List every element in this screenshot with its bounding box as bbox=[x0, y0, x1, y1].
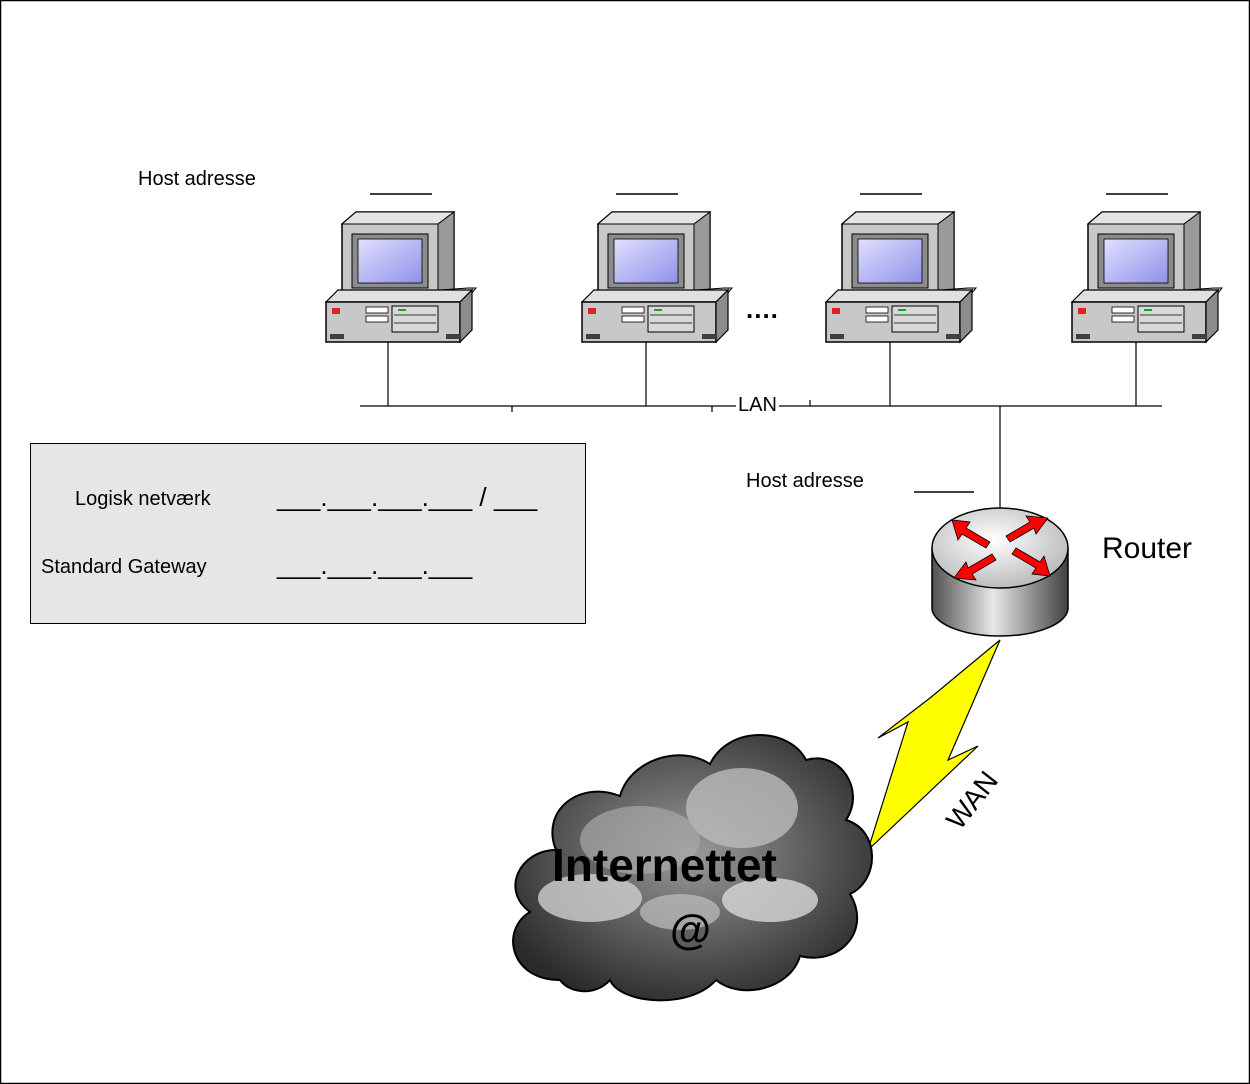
ellipsis: .... bbox=[746, 294, 779, 324]
computer-icon bbox=[825, 211, 977, 343]
internet-label: Internettet bbox=[552, 839, 777, 891]
host-address-label: Host adresse bbox=[138, 168, 256, 190]
network-config-box: Logisk netværk ___.___.___.___ / ___ Sta… bbox=[30, 443, 586, 624]
router-label: Router bbox=[1102, 532, 1193, 565]
lan-label: LAN bbox=[736, 394, 779, 417]
lightning-bolt-icon bbox=[866, 639, 1001, 853]
computer-icon bbox=[581, 211, 733, 343]
gateway-value: ___.___.___.___ bbox=[277, 550, 473, 580]
host-address-blanks bbox=[370, 193, 1168, 493]
computer-icon bbox=[325, 211, 477, 343]
computer-icon bbox=[1071, 211, 1223, 343]
logical-network-value: ___.___.___.___ / ___ bbox=[277, 482, 538, 512]
at-sign: @ bbox=[670, 906, 711, 953]
cloud-icon bbox=[512, 734, 873, 1002]
router-host-address-label: Host adresse bbox=[746, 470, 864, 492]
logical-network-label: Logisk netværk bbox=[75, 488, 211, 510]
router-icon bbox=[931, 507, 1069, 637]
gateway-label: Standard Gateway bbox=[41, 556, 207, 578]
